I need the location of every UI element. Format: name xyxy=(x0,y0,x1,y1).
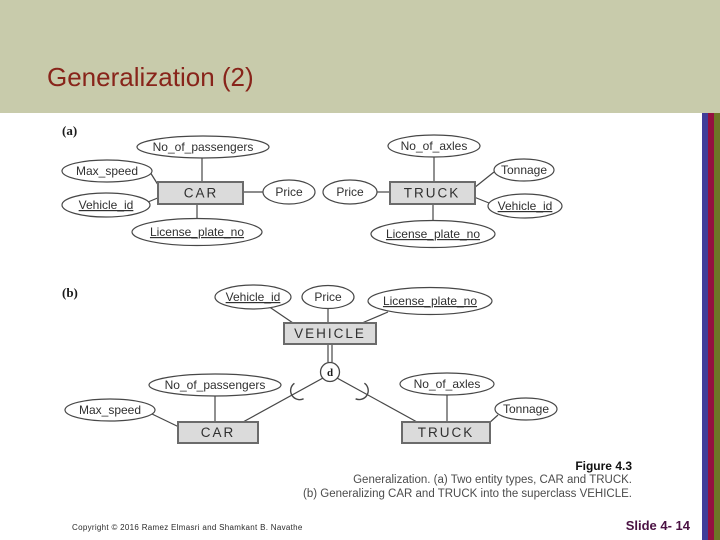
entity-label-vehicle: VEHICLE xyxy=(294,326,366,341)
entity-box-truck-a xyxy=(389,181,476,205)
accent-bar-maroon xyxy=(708,113,714,540)
attribute-label-vehicle-id-b: Vehicle_id xyxy=(226,290,281,304)
attribute-oval-vehicle-id-car-a xyxy=(61,192,151,218)
entity-box-car-b xyxy=(177,421,259,444)
attribute-label-vehicle-id-car-a: Vehicle_id xyxy=(79,198,134,212)
attribute-label-price-truck-a: Price xyxy=(336,185,364,199)
attribute-oval-tonnage-a xyxy=(493,158,555,182)
entity-label-car-a: CAR xyxy=(184,186,219,201)
connector-d-truck xyxy=(336,377,418,423)
disjoint-circle-label: d xyxy=(327,367,333,379)
entity-label-car-b: CAR xyxy=(201,425,236,440)
attribute-oval-max-speed-b xyxy=(64,398,156,422)
entity-box-car-a xyxy=(157,181,244,205)
attribute-oval-tonnage-b xyxy=(494,397,558,421)
attribute-oval-no-of-passengers-b xyxy=(148,373,282,397)
attribute-label-price-b: Price xyxy=(314,290,342,304)
attribute-label-license-plate-truck-a: License_plate_no xyxy=(386,227,480,241)
diagram-part-a: (a) CAR TRUCK No_of_passengers Max_spee xyxy=(61,123,563,249)
attribute-label-no-of-passengers-a: No_of_passengers xyxy=(153,140,254,154)
attribute-oval-max-speed-a xyxy=(61,159,153,183)
entity-box-truck-b xyxy=(401,421,491,444)
attribute-oval-price-car-a xyxy=(262,179,316,205)
figure-caption: Figure 4.3 Generalization. (a) Two entit… xyxy=(303,459,632,501)
attribute-oval-no-of-passengers-a xyxy=(136,135,270,159)
attribute-label-no-of-axles-b: No_of_axles xyxy=(414,377,481,391)
slide-title: Generalization (2) xyxy=(47,62,254,92)
attribute-label-tonnage-b: Tonnage xyxy=(503,402,549,416)
connector-car-b-max-speed xyxy=(151,413,180,428)
attribute-oval-vehicle-id-truck-a xyxy=(487,193,563,219)
attribute-oval-price-truck-a xyxy=(322,179,378,205)
attribute-label-max-speed-b: Max_speed xyxy=(79,403,141,417)
footer-copyright: Copyright © 2016 Ramez Elmasri and Shamk… xyxy=(72,523,303,532)
attribute-oval-price-b xyxy=(301,284,355,310)
connector-vehicle-vehicle-id xyxy=(267,305,294,324)
entity-label-truck-a: TRUCK xyxy=(404,186,461,201)
attribute-label-license-plate-b: License_plate_no xyxy=(383,294,477,308)
connector-truck-tonnage xyxy=(473,171,495,189)
attribute-label-price-car-a: Price xyxy=(275,185,303,199)
connector-d-car xyxy=(242,377,324,423)
attribute-oval-license-plate-b xyxy=(367,286,493,316)
attribute-oval-license-plate-truck-a xyxy=(370,219,496,249)
attribute-label-no-of-passengers-b: No_of_passengers xyxy=(165,378,266,392)
attribute-oval-no-of-axles-a xyxy=(387,134,481,158)
connector-vehicle-license-plate xyxy=(361,311,389,324)
figure-caption-line1: Generalization. (a) Two entity types, CA… xyxy=(353,474,632,486)
slide-header-band: Generalization (2) xyxy=(0,0,720,113)
entity-box-vehicle xyxy=(283,322,377,345)
attribute-oval-license-plate-car-a xyxy=(131,217,263,247)
figure-caption-line2: (b) Generalizing CAR and TRUCK into the … xyxy=(303,488,632,500)
slide-number: Slide 4- 14 xyxy=(625,518,690,533)
part-b-label: (b) xyxy=(62,285,78,300)
subset-symbol-truck xyxy=(355,382,369,401)
diagram-part-b: (b) VEHICLE d xyxy=(62,284,558,444)
attribute-label-max-speed-a: Max_speed xyxy=(76,164,138,178)
part-a-label: (a) xyxy=(62,123,77,138)
entity-label-truck-b: TRUCK xyxy=(418,425,475,440)
disjoint-circle xyxy=(319,361,341,383)
attribute-label-no-of-axles-a: No_of_axles xyxy=(401,139,468,153)
figure-caption-title: Figure 4.3 xyxy=(575,459,632,473)
attribute-label-vehicle-id-truck-a: Vehicle_id xyxy=(498,199,553,213)
attribute-label-license-plate-car-a: License_plate_no xyxy=(150,225,244,239)
attribute-oval-vehicle-id-b xyxy=(214,284,292,310)
subset-symbol-car xyxy=(290,382,304,401)
attribute-label-tonnage-a: Tonnage xyxy=(501,163,547,177)
attribute-oval-no-of-axles-b xyxy=(399,372,495,396)
connector-truck-vehicle-id xyxy=(473,196,490,204)
accent-bar-blue xyxy=(702,113,708,540)
accent-bar-olive xyxy=(714,113,720,540)
